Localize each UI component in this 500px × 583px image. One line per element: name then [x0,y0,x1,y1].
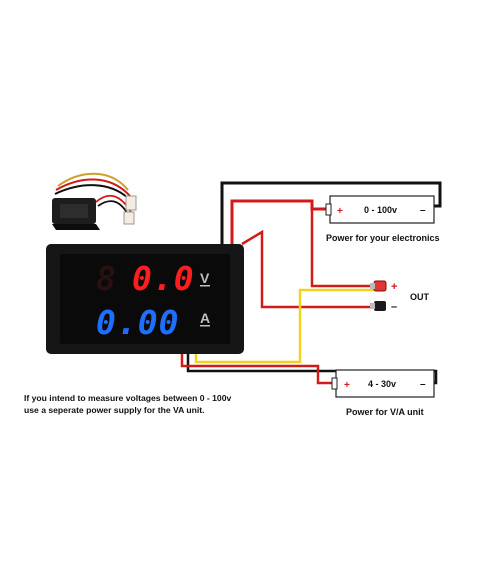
battery-bottom-caption: Power for V/A unit [346,407,424,417]
out-minus: – [391,301,397,313]
red-wire-out [310,209,374,288]
battery-top-range: 0 - 100v [364,205,397,215]
voltage-reading: 0.0 [132,259,195,298]
current-reading: 0.00 [96,303,179,342]
battery-bottom-plus: + [344,380,350,391]
red-wire-top [230,199,332,244]
battery-top-minus: – [420,205,426,216]
battery-top-caption: Power for your electronics [326,233,440,243]
usage-note-line-1: If you intend to measure voltages betwee… [24,393,232,403]
output-terminals: + – OUT [370,280,430,313]
black-wire-top [220,181,442,244]
yellow-wire [194,288,376,364]
wires [180,181,442,385]
current-unit: A [200,310,210,326]
red-wire-bottom [180,354,332,385]
svg-text:8: 8 [96,259,116,298]
red-wire-side [241,229,374,309]
module-thumbnail [52,172,137,230]
battery-top-plus: + [337,206,343,217]
out-label: OUT [410,292,430,302]
battery-bottom-range: 4 - 30v [368,379,396,389]
battery-top: + 0 - 100v – Power for your electronics [325,195,440,243]
voltmeter-ammeter: 8 0.0 0.00 V A [46,244,244,354]
battery-bottom-minus: – [420,379,426,390]
out-plus: + [391,281,397,293]
voltage-unit: V [200,270,210,286]
usage-note: If you intend to measure voltages betwee… [24,392,284,416]
battery-bottom: + 4 - 30v – Power for V/A unit [331,369,435,417]
usage-note-line-2: use a seperate power supply for the VA u… [24,405,205,415]
